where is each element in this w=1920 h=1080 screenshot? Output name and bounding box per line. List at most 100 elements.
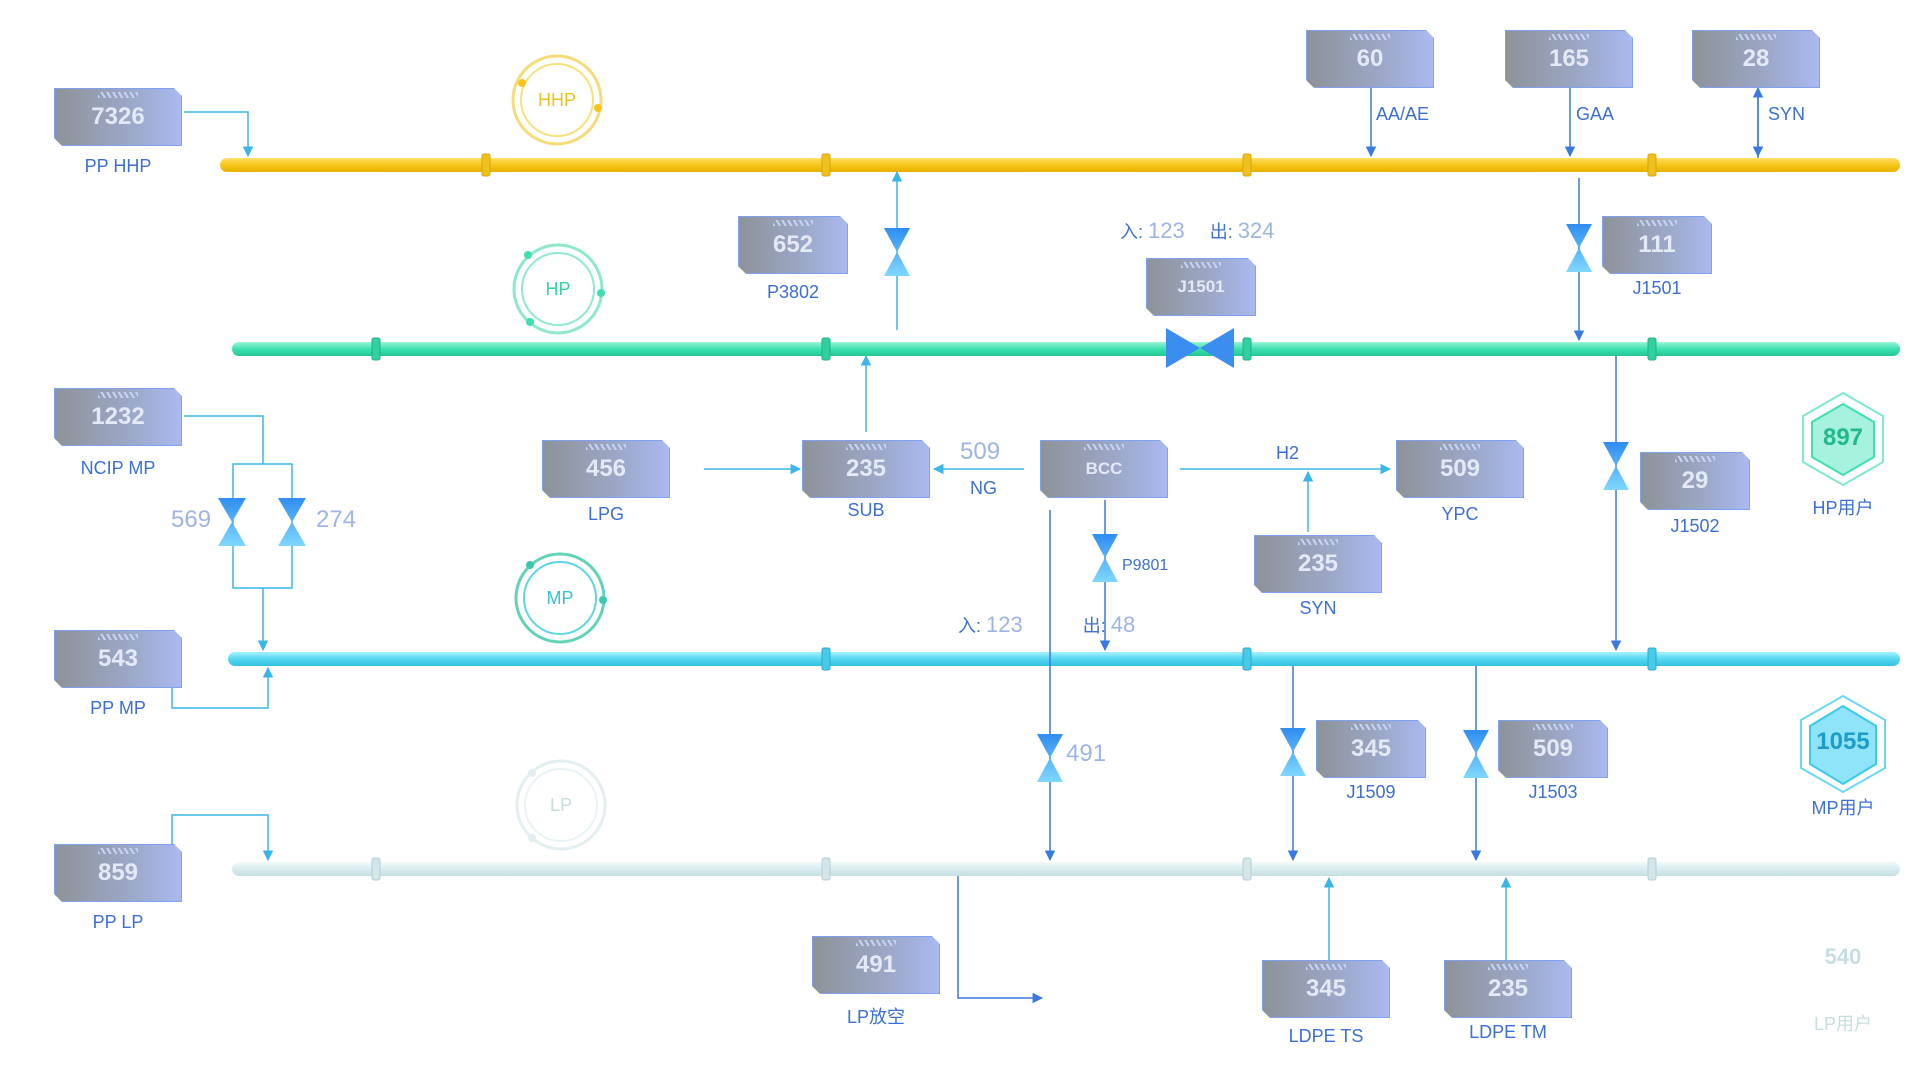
j1503-box[interactable]: 509 bbox=[1498, 720, 1608, 778]
j1509-value: 345 bbox=[1350, 735, 1392, 762]
j1501-right-label: J1501 bbox=[1632, 278, 1682, 298]
bcc-value: BCC bbox=[1085, 459, 1123, 478]
valve-j1509-icon bbox=[1280, 728, 1306, 776]
gaa-label: GAA bbox=[1576, 104, 1615, 124]
mp-out-value: 48 bbox=[1110, 612, 1136, 637]
ncip-mp-label: NCIP MP bbox=[80, 458, 156, 478]
valve-569-value: 569 bbox=[171, 506, 212, 533]
lp-vent-box[interactable]: 491 bbox=[812, 936, 940, 994]
valve-569-icon bbox=[218, 498, 246, 546]
lp-ring bbox=[515, 759, 607, 851]
h2-label: H2 bbox=[1276, 443, 1300, 463]
mp-header-pipe bbox=[228, 647, 1900, 671]
j1501-box[interactable]: J1501 bbox=[1146, 258, 1256, 316]
pp-lp-value: 859 bbox=[97, 859, 139, 886]
hp-in-label: 入: bbox=[1120, 222, 1144, 242]
p3802-value: 652 bbox=[772, 231, 814, 258]
mp-user-label: MP用户 bbox=[1811, 798, 1875, 818]
ldpe-tm-box[interactable]: 235 bbox=[1444, 960, 1572, 1018]
j1501-right-box[interactable]: 111 bbox=[1602, 216, 1712, 274]
lpg-label: LPG bbox=[587, 504, 625, 524]
p3802-label: P3802 bbox=[766, 282, 820, 302]
lp-user-value: 540 bbox=[1824, 944, 1862, 969]
pp-mp-box[interactable]: 543 bbox=[54, 630, 182, 688]
lp-user-label: LP用户 bbox=[1813, 1014, 1873, 1034]
mp-header-label: MP bbox=[546, 588, 574, 608]
sub-value: 235 bbox=[845, 455, 887, 482]
mp-out-label: 出: bbox=[1082, 616, 1106, 636]
ldpe-tm-value: 235 bbox=[1487, 975, 1529, 1002]
hp-out-value: 324 bbox=[1237, 218, 1275, 243]
j1509-box[interactable]: 345 bbox=[1316, 720, 1426, 778]
valve-p9801-icon bbox=[1092, 534, 1118, 582]
sub-label: SUB bbox=[847, 500, 885, 520]
gaa-box[interactable]: 165 bbox=[1505, 30, 1633, 88]
gaa-value: 165 bbox=[1548, 45, 1590, 72]
pp-mp-label: PP MP bbox=[90, 698, 146, 718]
hp-header-pipe bbox=[232, 337, 1900, 361]
valve-p3802-icon bbox=[884, 228, 910, 276]
hp-in-value: 123 bbox=[1148, 218, 1185, 243]
syn-mid-label: SYN bbox=[1299, 598, 1337, 618]
pp-hhp-box[interactable]: 7326 bbox=[54, 88, 182, 146]
j1502-value: 29 bbox=[1681, 467, 1709, 494]
ldpe-ts-label: LDPE TS bbox=[1288, 1026, 1364, 1046]
lp-header-pipe bbox=[232, 857, 1900, 881]
lp-vent-label: LP放空 bbox=[846, 1007, 906, 1027]
hhp-header-pipe bbox=[220, 153, 1900, 177]
valve-491-icon bbox=[1037, 734, 1063, 782]
ncip-mp-box[interactable]: 1232 bbox=[54, 388, 182, 446]
bcc-box[interactable]: BCC bbox=[1040, 440, 1168, 498]
valve-491-value: 491 bbox=[1066, 740, 1107, 767]
j1503-value: 509 bbox=[1532, 735, 1574, 762]
pp-hhp-value: 7326 bbox=[91, 103, 145, 130]
pp-hhp-label: PP HHP bbox=[84, 156, 152, 176]
syn-top-value: 28 bbox=[1742, 45, 1770, 72]
ncip-mp-value: 1232 bbox=[91, 403, 145, 430]
ypc-value: 509 bbox=[1439, 455, 1481, 482]
mp-user-hex bbox=[1800, 694, 1886, 794]
ng-value: 509 bbox=[960, 438, 1001, 465]
ypc-box[interactable]: 509 bbox=[1396, 440, 1524, 498]
syn-mid-value: 235 bbox=[1297, 550, 1339, 577]
hp-balance: 入: 123 出: 324 bbox=[1120, 218, 1275, 244]
j1502-box[interactable]: 29 bbox=[1640, 452, 1750, 510]
syn-top-label: SYN bbox=[1768, 104, 1806, 124]
valve-j1502-icon bbox=[1603, 442, 1629, 490]
aa-ae-label: AA/AE bbox=[1376, 104, 1430, 124]
lpg-box[interactable]: 456 bbox=[542, 440, 670, 498]
mp-in-value: 123 bbox=[986, 612, 1023, 637]
lpg-value: 456 bbox=[585, 455, 627, 482]
p3802-box[interactable]: 652 bbox=[738, 216, 848, 274]
j1501-box-value: J1501 bbox=[1177, 277, 1225, 296]
ldpe-ts-box[interactable]: 345 bbox=[1262, 960, 1390, 1018]
pp-lp-box[interactable]: 859 bbox=[54, 844, 182, 902]
ldpe-tm-label: LDPE TM bbox=[1469, 1022, 1547, 1042]
mp-ring bbox=[514, 552, 607, 644]
hp-user-label: HP用户 bbox=[1812, 498, 1874, 518]
flow-lines bbox=[171, 86, 1764, 1004]
hp-out-label: 出: bbox=[1209, 222, 1233, 242]
ypc-label: YPC bbox=[1441, 504, 1479, 524]
valve-j1503-icon bbox=[1463, 730, 1489, 778]
ldpe-ts-value: 345 bbox=[1305, 975, 1347, 1002]
j1501-right-value: 111 bbox=[1638, 231, 1676, 258]
lp-header-label: LP bbox=[549, 795, 573, 815]
aa-ae-box[interactable]: 60 bbox=[1306, 30, 1434, 88]
syn-mid-box[interactable]: 235 bbox=[1254, 535, 1382, 593]
p9801-label: P9801 bbox=[1122, 557, 1169, 574]
hp-ring bbox=[512, 243, 605, 335]
syn-top-box[interactable]: 28 bbox=[1692, 30, 1820, 88]
mp-balance: 入: 123 出: 48 bbox=[958, 612, 1135, 638]
mp-user-value: 1055 bbox=[1816, 728, 1870, 755]
sub-box[interactable]: 235 bbox=[802, 440, 930, 498]
hp-header-label: HP bbox=[545, 279, 571, 299]
mp-in-label: 入: bbox=[958, 616, 982, 636]
valve-j1501-icon bbox=[1166, 328, 1234, 368]
valve-274-icon bbox=[278, 498, 306, 546]
hhp-header-label: HHP bbox=[537, 90, 576, 110]
j1509-label: J1509 bbox=[1346, 782, 1396, 802]
aa-ae-value: 60 bbox=[1356, 45, 1384, 72]
